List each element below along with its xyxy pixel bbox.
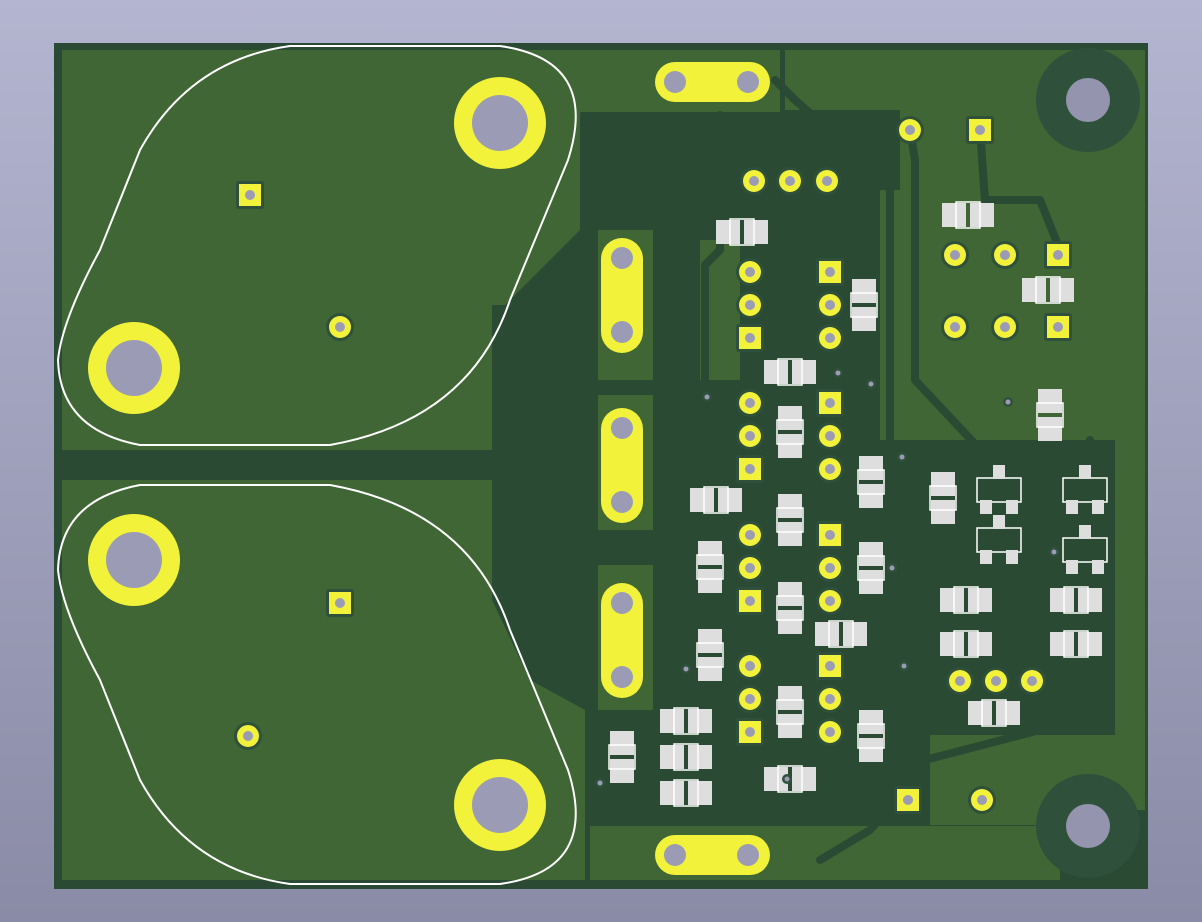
silkscreen-outlines	[56, 45, 577, 885]
to3-outline-upper	[56, 45, 577, 446]
to3-outline-lower	[56, 484, 577, 885]
slot-pads	[601, 62, 770, 875]
through-hole-pads	[234, 116, 1072, 814]
to3-mounting-pads	[88, 77, 546, 851]
smd-pads	[608, 201, 1108, 807]
copper-traces	[656, 76, 1104, 864]
vias	[595, 368, 1059, 788]
mounting-holes	[1036, 48, 1140, 878]
